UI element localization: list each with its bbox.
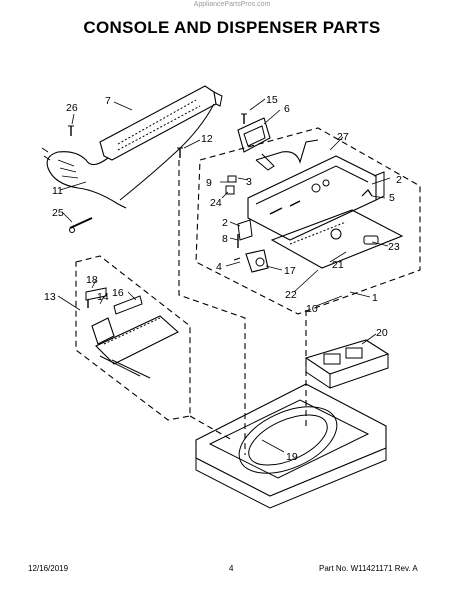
console-panel <box>270 209 404 269</box>
control-board-parts-14-16-18 <box>85 287 179 379</box>
page-title: CONSOLE AND DISPENSER PARTS <box>83 18 381 37</box>
callout-24: 24 <box>210 197 222 209</box>
callout-15: 15 <box>266 94 278 106</box>
callout-8: 8 <box>222 233 228 245</box>
leader-lines <box>57 98 391 453</box>
callout-labels: 26 7 15 6 12 27 2 5 11 9 24 3 25 2 8 4 1… <box>44 94 402 463</box>
connector-line-left <box>178 160 246 455</box>
bracket-part-6 <box>237 117 271 153</box>
callout-17: 17 <box>284 265 296 277</box>
screw-part-15 <box>241 113 247 124</box>
wire-harness-part-11 <box>41 103 215 209</box>
callout-16: 16 <box>112 287 124 299</box>
callout-23: 23 <box>388 241 400 253</box>
callout-25: 25 <box>52 207 64 219</box>
clip-part-25 <box>69 217 93 233</box>
harness-part-27 <box>255 139 319 171</box>
footer-page-number: 4 <box>229 564 234 573</box>
footer-part-number: Part No. W11421171 Rev. A <box>319 564 418 573</box>
callout-14: 14 <box>97 291 109 303</box>
screw-part-26 <box>68 125 74 136</box>
callout-12: 12 <box>201 133 213 145</box>
callout-7: 7 <box>105 95 111 107</box>
clip-part-5 <box>361 189 373 197</box>
console-body <box>247 155 385 241</box>
console-trim-part-7 <box>99 85 223 161</box>
callout-10: 10 <box>306 303 318 315</box>
callout-2-mid: 2 <box>222 217 228 229</box>
callout-20: 20 <box>376 327 388 339</box>
callout-9: 9 <box>206 177 212 189</box>
callout-27: 27 <box>337 131 349 143</box>
callout-11: 11 <box>52 185 63 197</box>
callout-13: 13 <box>44 291 56 303</box>
callout-6: 6 <box>284 103 290 115</box>
dispenser-drawer-part-20 <box>304 339 390 389</box>
watermark: AppliancePartsPros.com <box>193 1 271 8</box>
connector-line-board <box>189 415 233 441</box>
callout-22: 22 <box>285 289 297 301</box>
callout-4: 4 <box>216 261 222 273</box>
console-assembly-boundary <box>195 127 421 315</box>
callout-3: 3 <box>246 176 252 188</box>
callout-19: 19 <box>286 451 298 463</box>
callout-26: 26 <box>66 102 78 114</box>
parts-24-3 <box>225 175 237 195</box>
callout-5: 5 <box>389 192 395 204</box>
callout-2-top: 2 <box>396 174 402 186</box>
callout-21: 21 <box>332 259 344 271</box>
callout-1: 1 <box>372 292 378 304</box>
control-board-boundary <box>75 255 191 421</box>
callout-18: 18 <box>86 274 98 286</box>
switch-cluster-parts-8-4-17 <box>233 219 269 273</box>
washer-top-part-19 <box>195 383 387 509</box>
footer-date: 12/16/2019 <box>28 564 69 573</box>
screw-part-12 <box>177 147 183 158</box>
